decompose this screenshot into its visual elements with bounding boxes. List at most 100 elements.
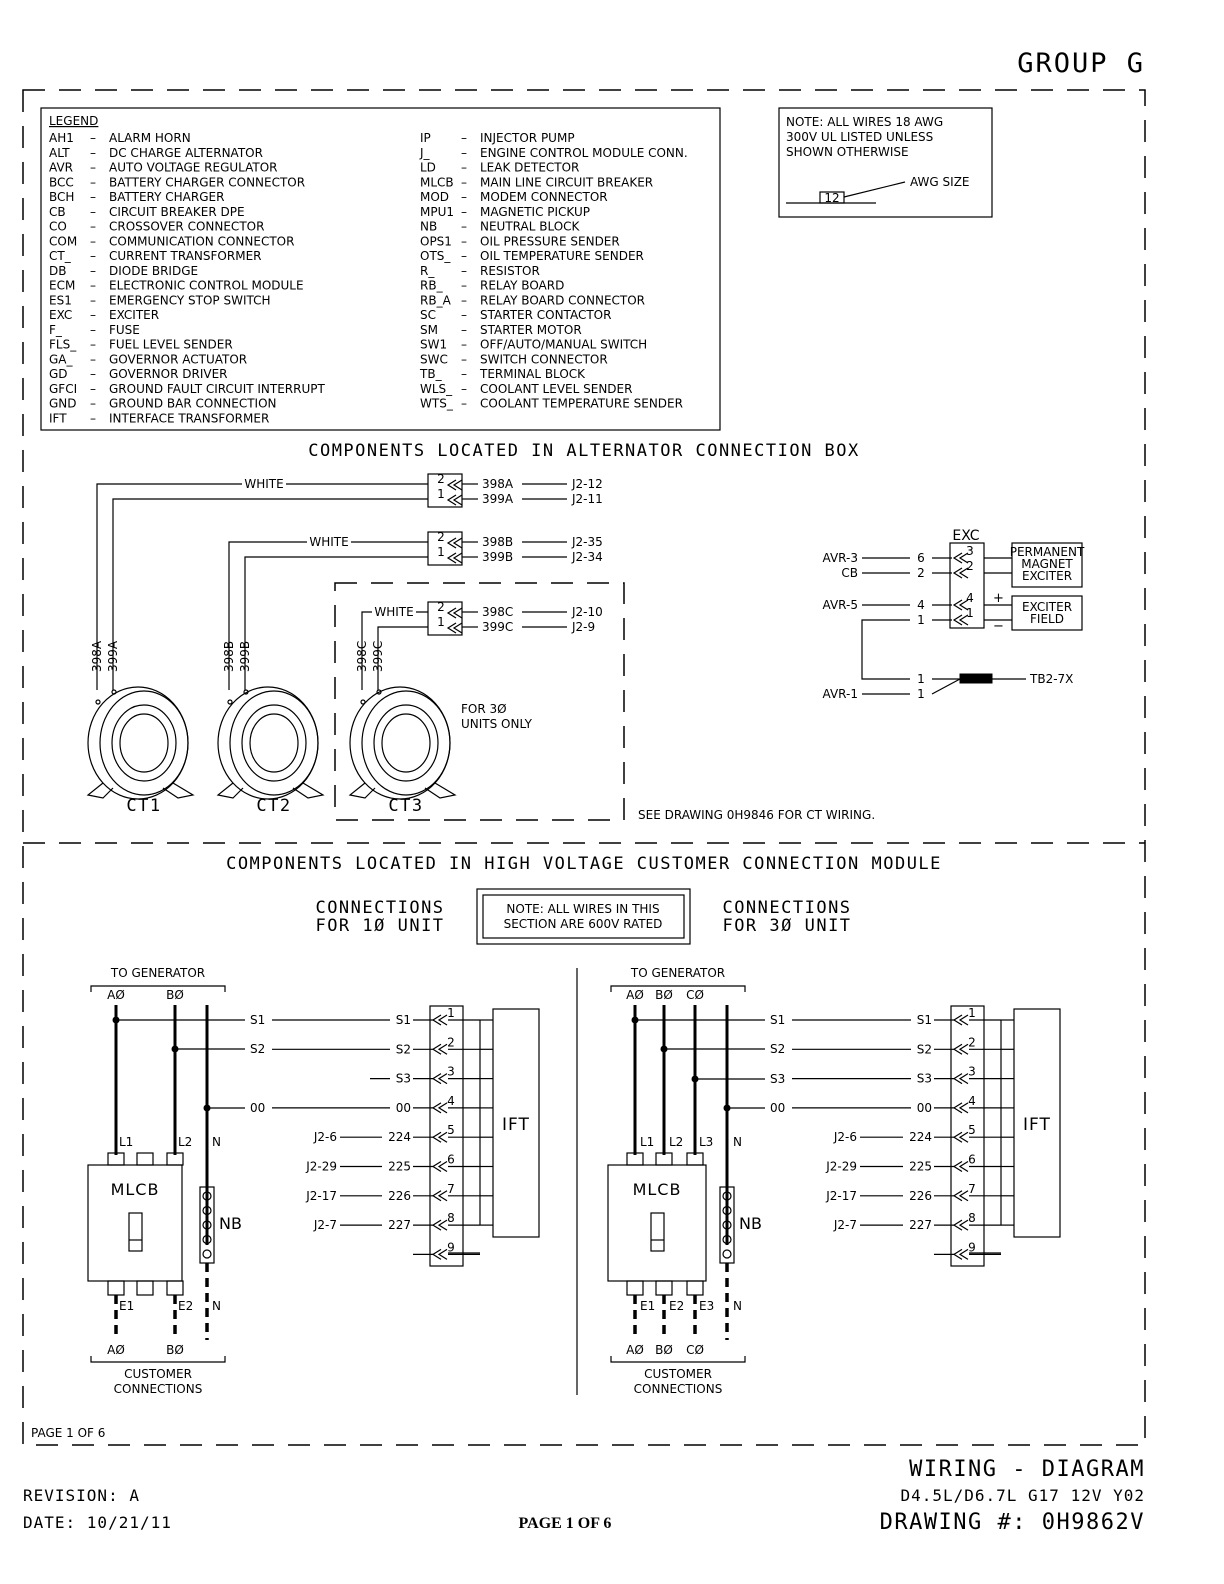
- group-title: GROUP G: [1017, 48, 1145, 79]
- legend-code: LD: [420, 161, 436, 175]
- l-label: N: [733, 1135, 742, 1149]
- legend-desc: STARTER MOTOR: [480, 323, 582, 337]
- legend-code: CO: [49, 220, 67, 234]
- legend-desc: EMERGENCY STOP SWITCH: [109, 293, 271, 307]
- pm-label-3: EXCITER: [1022, 569, 1072, 583]
- legend-desc: CIRCUIT BREAKER DPE: [109, 205, 245, 219]
- connector-chevron-icon: [431, 1190, 448, 1202]
- customer-label-1: CUSTOMER: [124, 1367, 192, 1381]
- exc-src: AVR-3: [823, 551, 858, 565]
- tb-left-wire: 00: [917, 1101, 932, 1115]
- tb-left-wire: 225: [909, 1160, 932, 1174]
- legend-desc: GOVERNOR DRIVER: [109, 367, 227, 381]
- legend-code: ECM: [49, 279, 75, 293]
- legend-code: GA_: [49, 352, 74, 366]
- exc-wire: 1: [917, 613, 925, 627]
- legend-dash: –: [461, 382, 467, 396]
- legend-code: CB: [49, 205, 66, 219]
- bus-label: S3: [770, 1072, 785, 1086]
- legend-code: COM: [49, 234, 77, 248]
- legend-desc: FUEL LEVEL SENDER: [109, 338, 233, 352]
- tb-left-wire: 00: [396, 1101, 411, 1115]
- legend-desc: GROUND BAR CONNECTION: [109, 397, 277, 411]
- legend-desc: RESISTOR: [480, 264, 540, 278]
- ct3-note-line-1: FOR 3Ø: [461, 702, 507, 716]
- tb-src: J2-6: [313, 1130, 337, 1144]
- bus-label: S2: [770, 1042, 785, 1056]
- tb-pin: 4: [447, 1094, 455, 1108]
- tb-pin: 2: [968, 1035, 976, 1049]
- l-label: L2: [669, 1135, 683, 1149]
- customer-label-1: CUSTOMER: [644, 1367, 712, 1381]
- connector-chevron-icon: [446, 537, 463, 549]
- ct-pin-1: 1: [437, 545, 445, 559]
- legend-desc: COMMUNICATION CONNECTOR: [109, 234, 294, 248]
- legend-dash: –: [461, 175, 467, 189]
- legend-dash: –: [461, 293, 467, 307]
- legend-dash: –: [461, 131, 467, 145]
- connector-chevron-icon: [431, 1131, 448, 1143]
- legend-code: FLS_: [49, 338, 77, 352]
- legend-dash: –: [461, 234, 467, 248]
- field-label-1: EXCITER: [1022, 600, 1072, 614]
- phase-top-label: AØ: [107, 988, 125, 1002]
- legend-dash: –: [461, 205, 467, 219]
- e-label: E1: [119, 1299, 134, 1313]
- phase-bottom-label: BØ: [655, 1343, 673, 1357]
- exciter-connector: EXC PERMANENT MAGNET EXCITER EXCITER FIE…: [823, 528, 1085, 701]
- tb-pin: 7: [447, 1182, 455, 1196]
- legend-desc: OIL TEMPERATURE SENDER: [480, 249, 644, 263]
- ct-vlabel-top: 398C: [355, 641, 369, 672]
- legend-code: RB_A: [420, 293, 452, 307]
- legend-desc: NEUTRAL BLOCK: [480, 220, 581, 234]
- wire-note-line-1: NOTE: ALL WIRES 18 AWG: [786, 115, 943, 129]
- legend-code: CT_: [49, 249, 72, 263]
- legend-dash: –: [461, 323, 467, 337]
- tb-pin: 6: [447, 1153, 455, 1167]
- phase-bottom-label: AØ: [626, 1343, 644, 1357]
- legend-dash: –: [90, 264, 96, 278]
- to-generator-label: TO GENERATOR: [110, 966, 205, 980]
- legend-dash: –: [461, 249, 467, 263]
- legend-desc: ALARM HORN: [109, 131, 191, 145]
- connector-chevron-icon: [446, 552, 463, 564]
- exc-pin: 1: [966, 606, 974, 620]
- legend-desc: CURRENT TRANSFORMER: [109, 249, 261, 263]
- resistor: [959, 673, 993, 684]
- legend-desc: TERMINAL BLOCK: [479, 367, 586, 381]
- exc-title: EXC: [952, 528, 979, 544]
- legend-dash: –: [90, 323, 96, 337]
- legend-desc: LEAK DETECTOR: [480, 161, 579, 175]
- phase-top-label: AØ: [626, 988, 644, 1002]
- bus-label: S1: [250, 1013, 265, 1027]
- conn-1ph-line-1: CONNECTIONS: [315, 898, 444, 918]
- bus-label: S1: [770, 1013, 785, 1027]
- legend-desc: BATTERY CHARGER: [109, 190, 224, 204]
- legend-code: BCH: [49, 190, 74, 204]
- phase-top-label: BØ: [166, 988, 184, 1002]
- connector-chevron-icon: [431, 1043, 448, 1055]
- hv-section-title: COMPONENTS LOCATED IN HIGH VOLTAGE CUSTO…: [226, 854, 942, 874]
- ct-wire-bottom: 399C: [482, 620, 513, 634]
- legend-code: BCC: [49, 175, 74, 189]
- ct-dest-bottom: J2-11: [571, 492, 603, 506]
- legend-desc: INTERFACE TRANSFORMER: [109, 411, 269, 425]
- ct-vlabel-bottom: 399B: [238, 641, 252, 672]
- bus-label: 00: [250, 1101, 265, 1115]
- legend-code: AVR: [49, 161, 73, 175]
- tb-pin: 5: [968, 1123, 976, 1137]
- wire-note: NOTE: ALL WIRES 18 AWG 300V UL LISTED UN…: [778, 107, 993, 218]
- ct-vlabel-top: 398B: [222, 641, 236, 672]
- ct-name: CT2: [256, 796, 291, 816]
- tb-pin: 6: [968, 1153, 976, 1167]
- tb-left-wire: S1: [917, 1013, 932, 1027]
- legend-dash: –: [90, 161, 96, 175]
- legend-dash: –: [461, 264, 467, 278]
- connector-chevron-icon: [952, 1073, 969, 1085]
- legend-code: OTS_: [420, 249, 451, 263]
- connector-chevron-icon: [431, 1219, 448, 1231]
- legend-code: GD: [49, 367, 68, 381]
- exc-wire: 2: [917, 566, 925, 580]
